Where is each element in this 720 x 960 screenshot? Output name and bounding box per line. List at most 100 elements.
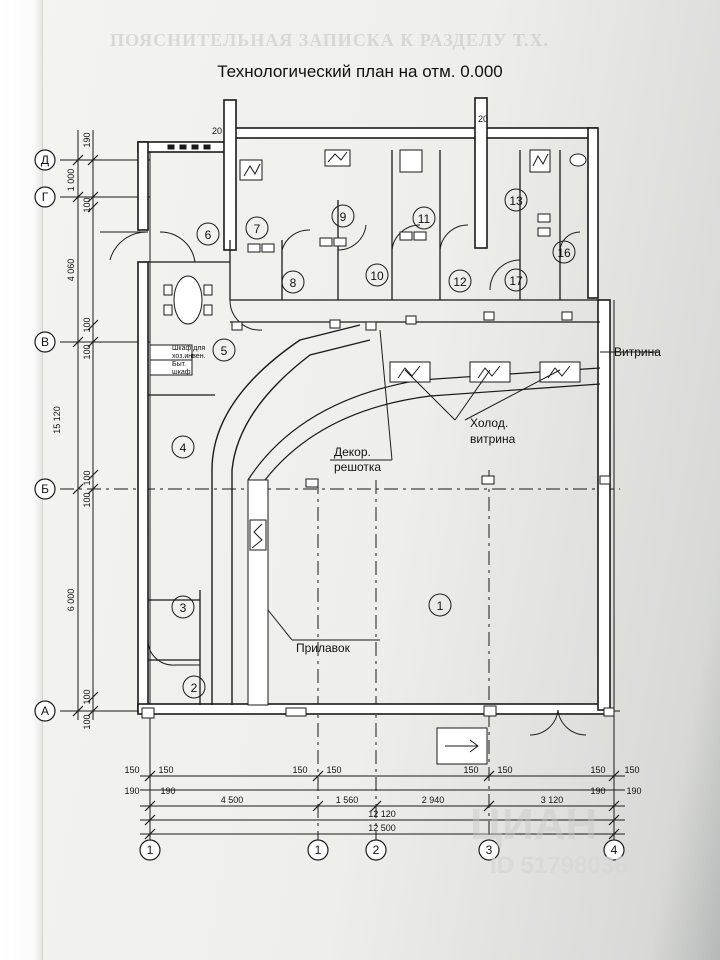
axis-bubble-4 — [603, 839, 625, 861]
dim-left: 100 — [82, 492, 92, 507]
dim-left: 1 000 — [66, 169, 76, 192]
wall-right-glazing — [597, 299, 611, 711]
axis-label-a: А — [41, 704, 49, 718]
axis-bubbles — [34, 149, 625, 861]
room-number: 1 — [437, 599, 444, 613]
wall-top-middle — [233, 127, 483, 139]
room-number: 3 — [180, 601, 187, 615]
label-shkaf-1: Шкаф для — [172, 345, 205, 352]
room-number: 16 — [557, 246, 571, 260]
dim-left: 4 060 — [66, 259, 76, 282]
chair — [163, 304, 173, 316]
axis-bubble-d — [34, 149, 56, 171]
dim-total: 12 500 — [368, 823, 396, 833]
counter-curve-outer — [211, 324, 361, 705]
room-number: 7 — [254, 222, 261, 236]
dim-top: 20 — [212, 126, 222, 136]
dim-span: 2 940 — [422, 795, 445, 805]
dim-bottom: 190 — [590, 786, 605, 796]
axis-bubble-1 — [139, 839, 161, 861]
axis-bubble-g — [34, 186, 56, 208]
watermark-id: ID 51798036 — [490, 852, 628, 879]
counter-straight — [247, 479, 269, 706]
dim-left: 100 — [82, 344, 92, 359]
left-dim-ticks — [72, 154, 99, 717]
axis-bubble-v — [34, 331, 56, 353]
table-room-5 — [173, 275, 203, 325]
leader-decor — [379, 329, 393, 461]
axis-label-1b: 1 — [315, 843, 322, 857]
room-number: 8 — [290, 276, 297, 290]
dim-left: 100 — [82, 714, 92, 729]
dim-bottom: 150 — [590, 765, 605, 775]
wall-right-upper — [587, 127, 599, 299]
wall-left-main — [137, 261, 149, 713]
axis-label-4: 4 — [611, 843, 618, 857]
dim-sub-total: 12 120 — [368, 809, 396, 819]
door-swings — [100, 224, 587, 736]
wall-left-upper — [137, 141, 149, 231]
room-circles — [171, 188, 576, 699]
dim-bottom: 190 — [160, 786, 175, 796]
dim-top: 20 — [478, 114, 488, 124]
dim-bottom: 190 — [626, 786, 641, 796]
dim-left: 100 — [82, 689, 92, 704]
dim-left-total: 15 120 — [52, 406, 62, 434]
room-number: 5 — [221, 344, 228, 358]
watermark-logo: ЦИАН — [470, 800, 598, 849]
chair — [163, 284, 173, 296]
column-top-left — [223, 99, 237, 251]
showcase-row — [239, 149, 581, 551]
decor-grille-curve-2 — [264, 383, 601, 481]
dim-span: 4 500 — [221, 795, 244, 805]
room-number: 12 — [453, 275, 467, 289]
room-number: 17 — [509, 274, 523, 288]
label-holod-2: витрина — [470, 432, 516, 446]
wall-top-right — [481, 127, 598, 139]
axis-bubble-2 — [365, 839, 387, 861]
counter-curve-inner — [231, 339, 371, 705]
room-number: 4 — [180, 441, 187, 455]
leader-holod-3 — [464, 369, 561, 421]
axis-bubble-a — [34, 700, 56, 722]
room-number: 9 — [340, 210, 347, 224]
dim-bottom: 190 — [124, 786, 139, 796]
label-dekor-1: Декор. — [334, 445, 371, 459]
axis-label-g: Г — [42, 190, 49, 204]
dim-left: 6 000 — [66, 589, 76, 612]
sanitary-fixtures — [141, 153, 615, 719]
dim-left: 190 — [82, 132, 92, 147]
dim-left: 100 — [82, 197, 92, 212]
entrance-arrow-head — [469, 739, 479, 753]
leader-prilavok — [267, 609, 293, 641]
dim-bottom: 150 — [497, 765, 512, 775]
label-vitrina: Витрина — [614, 345, 661, 359]
dim-span: 3 120 — [541, 795, 564, 805]
axis-label-3: 3 — [486, 843, 493, 857]
dim-bottom: 150 — [326, 765, 341, 775]
dim-span: 1 560 — [336, 795, 359, 805]
plan-title: Технологический план на отм. 0.000 — [217, 62, 503, 81]
leader-holod-1 — [404, 369, 456, 421]
label-holod-1: Холод. — [470, 416, 508, 430]
faint-header-text: ПОЯСНИТЕЛЬНАЯ ЗАПИСКА К РАЗДЕЛУ Т.Х. — [110, 30, 549, 50]
decor-grille-curve — [247, 367, 601, 481]
room-number: 6 — [205, 228, 212, 242]
label-shkaf-4: шкаф — [172, 369, 191, 376]
dim-bottom: 150 — [124, 765, 139, 775]
room-number: 10 — [370, 269, 384, 283]
axis-bubble-b — [34, 478, 56, 500]
bottom-dim-ticks — [144, 770, 620, 840]
dim-bottom: 150 — [158, 765, 173, 775]
chair — [203, 284, 213, 296]
label-shkaf-3: Быт. — [172, 361, 186, 368]
dim-bottom: 150 — [624, 765, 639, 775]
label-shkaf-2: хоз.инвен. — [172, 353, 206, 360]
axis-label-1: 1 — [147, 843, 154, 857]
axis-label-d: Д — [41, 153, 49, 167]
axis-label-v: В — [41, 335, 49, 349]
dim-left: 100 — [82, 317, 92, 332]
label-prilavok: Прилавок — [296, 641, 351, 655]
